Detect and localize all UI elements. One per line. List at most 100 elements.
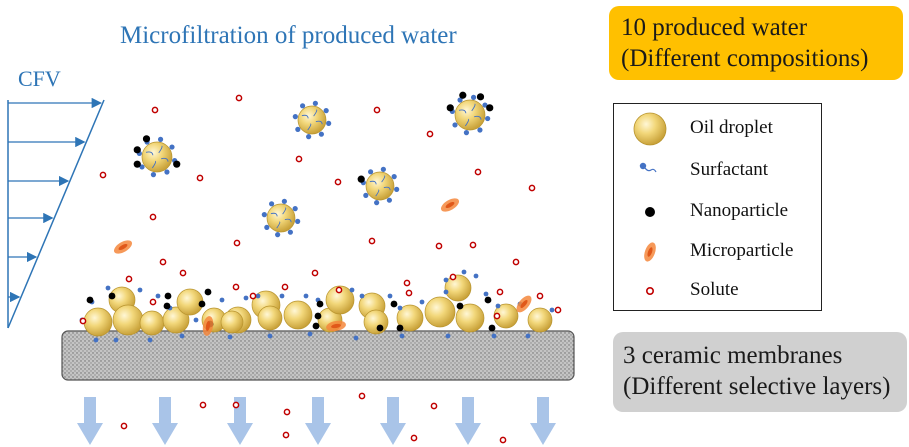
legend-item-oil-droplet: Oil droplet — [614, 110, 821, 148]
surfactant — [483, 291, 489, 297]
nanoparticle — [163, 302, 171, 310]
solute — [493, 312, 501, 320]
nanoparticle — [459, 91, 467, 99]
solute — [469, 241, 477, 249]
oil-droplet — [112, 304, 144, 336]
oil-droplet — [261, 198, 301, 238]
microparticle — [326, 320, 346, 332]
permeate-arrow — [380, 397, 406, 445]
surfactant — [279, 293, 285, 299]
solute — [283, 408, 291, 416]
oil-droplet — [136, 136, 178, 178]
surfactant — [353, 335, 359, 341]
nanoparticle — [164, 292, 172, 300]
oil-droplet — [292, 100, 332, 140]
nanoparticle — [86, 296, 94, 304]
permeate-arrow — [227, 397, 253, 445]
solute — [528, 184, 536, 192]
nanoparticle — [357, 175, 365, 183]
ceramic-membranes-line2: (Different selective layers) — [623, 373, 891, 400]
surfactant — [387, 293, 393, 299]
microparticle — [113, 240, 133, 254]
nanoparticle — [316, 300, 324, 308]
solute — [499, 436, 507, 444]
legend-label-solute: Solute — [690, 279, 739, 300]
solute — [474, 168, 482, 176]
solute — [199, 401, 207, 409]
legend-item-microparticle: Microparticle — [614, 233, 821, 271]
nanoparticle — [108, 292, 116, 300]
nanoparticle — [486, 104, 494, 112]
nanoparticle — [390, 300, 398, 308]
solute — [151, 106, 159, 114]
surfactant — [525, 333, 531, 339]
ceramic-membranes-line1: 3 ceramic membranes — [623, 342, 843, 369]
solute — [496, 288, 504, 296]
nanoparticle — [312, 322, 320, 330]
solute — [403, 279, 411, 287]
surfactant — [473, 273, 479, 279]
surfactant — [549, 307, 555, 313]
permeate-arrow — [77, 397, 103, 445]
nanoparticle — [456, 302, 464, 310]
surfactant — [155, 293, 161, 299]
nanoparticle-icon — [645, 207, 655, 217]
solute — [99, 171, 107, 179]
surfactant — [219, 297, 225, 303]
nanoparticle — [484, 296, 492, 304]
oil-droplet — [325, 285, 355, 315]
surfactant — [443, 277, 449, 283]
oil-droplet — [176, 288, 204, 316]
solute — [554, 306, 562, 314]
surfactant — [397, 305, 403, 311]
surfactant — [399, 333, 405, 339]
solute — [373, 106, 381, 114]
legend: Oil droplet Surfactant Nanoparticle Micr… — [613, 103, 822, 311]
oil-droplet — [220, 310, 244, 334]
oil-droplet — [363, 309, 389, 335]
solute-icon — [645, 287, 654, 296]
solute — [536, 292, 544, 300]
solute — [512, 258, 520, 266]
solute — [281, 283, 289, 291]
oil-droplet — [444, 274, 472, 302]
solute — [149, 298, 157, 306]
nanoparticle — [133, 146, 141, 154]
solute — [125, 275, 133, 283]
diagram-title: Microfiltration of produced water — [120, 22, 457, 49]
nanoparticle — [476, 93, 485, 101]
solute — [79, 317, 87, 325]
legend-label-nanoparticle: Nanoparticle — [690, 200, 789, 221]
surfactant-icon — [639, 162, 657, 173]
surfactant — [445, 333, 451, 339]
surfactant — [255, 293, 261, 299]
nanoparticle — [446, 104, 454, 112]
oil-droplet — [424, 296, 456, 328]
solute — [232, 283, 240, 291]
legend-item-surfactant: Surfactant — [614, 152, 821, 190]
oil-droplet — [527, 307, 553, 333]
permeate-arrow — [455, 397, 481, 445]
oil-droplet — [139, 310, 165, 336]
nanoparticle — [396, 324, 404, 332]
produced-water-line1: 10 produced water — [621, 14, 808, 41]
oil-droplet — [83, 307, 113, 337]
solute — [196, 174, 204, 182]
oil-droplet — [455, 303, 485, 333]
microparticle-icon — [644, 242, 656, 262]
surfactant — [359, 293, 365, 299]
surfactant — [443, 289, 449, 295]
surfactant — [147, 337, 153, 343]
microparticle — [202, 316, 214, 336]
microparticle — [516, 295, 532, 313]
solute — [410, 434, 418, 442]
oil-droplet — [449, 94, 491, 136]
cfv-label: CFV — [18, 66, 61, 91]
surfactant — [307, 331, 313, 337]
microparticle — [440, 198, 460, 212]
solute — [426, 130, 434, 138]
solute — [235, 94, 243, 102]
oil-droplet — [162, 306, 190, 334]
legend-item-nanoparticle: Nanoparticle — [614, 193, 821, 231]
